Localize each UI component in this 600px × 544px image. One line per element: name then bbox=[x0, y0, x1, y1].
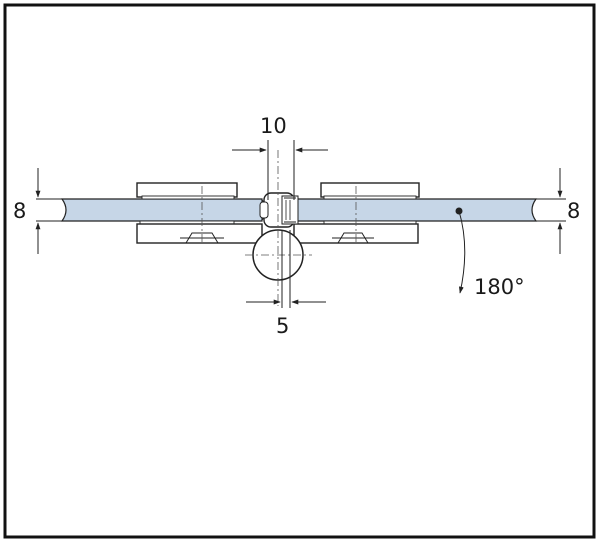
rotation-label: 180° bbox=[474, 275, 525, 299]
left-bottom-clamp-plate bbox=[136, 220, 263, 244]
drawing-border bbox=[3, 3, 596, 539]
left-thickness-label: 8 bbox=[13, 199, 26, 223]
hinge-body bbox=[259, 192, 299, 228]
left-top-clamp-plate bbox=[136, 182, 238, 200]
right-top-clamp-plate bbox=[320, 182, 420, 200]
dimension-bottom-gap bbox=[246, 230, 326, 308]
top-gap-label: 10 bbox=[260, 114, 287, 138]
dimension-top-gap bbox=[232, 140, 328, 200]
right-glass-pane bbox=[293, 198, 566, 222]
left-glass-pane bbox=[36, 198, 268, 222]
right-thickness-label: 8 bbox=[567, 199, 580, 223]
rotation-indicator bbox=[455, 207, 466, 294]
center-lines bbox=[201, 150, 357, 306]
right-bottom-clamp-plate bbox=[293, 220, 419, 244]
bottom-gap-label: 5 bbox=[276, 314, 289, 338]
